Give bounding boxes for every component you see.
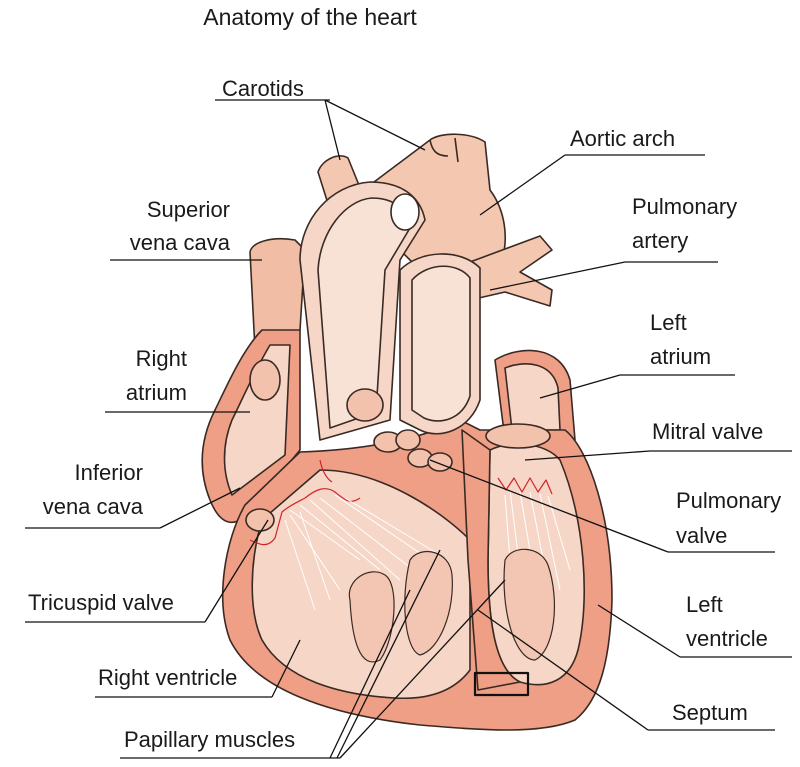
page-title: Anatomy of the heart (203, 4, 417, 30)
section-marker (473, 671, 530, 697)
superior-vena-cava-shape (249, 237, 306, 351)
label-carotids: Carotids (222, 76, 304, 101)
label-inferior-vena-cava-line2: vena cava (43, 494, 144, 519)
label-right-atrium-line2: atrium (126, 380, 187, 405)
label-septum: Septum (672, 700, 748, 725)
label-papillary-muscles: Papillary muscles (124, 727, 295, 752)
label-tricuspid-valve: Tricuspid valve (28, 590, 174, 615)
label-left-ventricle-line2: ventricle (686, 626, 768, 651)
label-mitral-valve: Mitral valve (652, 419, 763, 444)
chordae-tendineae (284, 489, 571, 611)
valve-cusps (245, 359, 551, 532)
label-pulmonary-artery-line2: artery (632, 228, 688, 253)
labels: Carotids Aortic arch Superior vena cava … (28, 76, 781, 752)
label-left-atrium-line1: Left (650, 310, 687, 335)
label-inferior-vena-cava-line1: Inferior (75, 460, 143, 485)
pulmonary-artery-shape (469, 235, 553, 307)
tricuspid-valve-red (249, 488, 361, 546)
label-pulmonary-artery-line1: Pulmonary (632, 194, 737, 219)
mitral-valve-red (497, 477, 553, 495)
label-right-atrium-line1: Right (136, 346, 187, 371)
label-pulmonary-valve-line1: Pulmonary (676, 488, 781, 513)
label-superior-vena-cava-line1: Superior (147, 197, 230, 222)
label-right-ventricle: Right ventricle (98, 665, 237, 690)
label-left-ventricle-line1: Left (686, 592, 723, 617)
label-pulmonary-valve-line2: valve (676, 523, 727, 548)
heart-drawing (201, 133, 613, 731)
label-left-atrium-line2: atrium (650, 344, 711, 369)
septum-shape (461, 429, 521, 691)
papillary-muscle-shapes (348, 548, 556, 663)
label-aortic-arch: Aortic arch (570, 126, 675, 151)
leader-lines (25, 99, 792, 759)
label-superior-vena-cava-line2: vena cava (130, 230, 231, 255)
